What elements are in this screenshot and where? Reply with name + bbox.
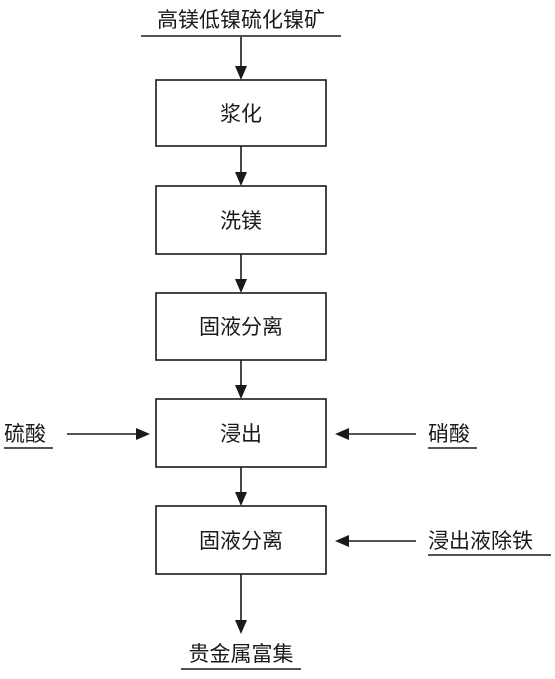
arrowhead-step5-to-output [235,620,247,634]
step-label-magnesium-wash: 洗镁 [220,209,262,233]
arrowhead-step2-to-step3 [235,279,247,293]
output-label: 贵金属富集 [189,642,294,666]
arrowhead-step3-to-step4 [235,385,247,399]
step-label-leaching: 浸出 [220,422,262,446]
arrowhead-nitric-acid-to-leaching [335,428,349,440]
step-box-leaching [155,398,327,468]
side-input-nitric-acid: 硝酸 [428,422,470,446]
step-label-solid-liquid-separation-2: 固液分离 [199,529,283,553]
step-box-magnesium-wash [155,185,327,255]
side-output-leachate-iron-removal: 浸出液除铁 [428,529,533,553]
arrowhead-step4-to-step5 [235,492,247,506]
step-box-solid-liquid-separation-2 [155,505,327,575]
input-label: 高镁低镍硫化镍矿 [157,8,325,32]
step-label-slurrying: 浆化 [220,102,262,126]
arrowhead-step1-to-step2 [235,172,247,186]
step-box-slurrying [155,79,327,147]
arrowhead-separation-to-iron-removal [335,535,349,547]
step-label-solid-liquid-separation-1: 固液分离 [199,315,283,339]
side-input-sulfuric-acid: 硫酸 [4,422,46,446]
arrowhead-input-to-step1 [235,66,247,80]
arrowhead-sulfuric-acid-to-leaching [136,428,150,440]
step-box-solid-liquid-separation-1 [155,292,327,361]
